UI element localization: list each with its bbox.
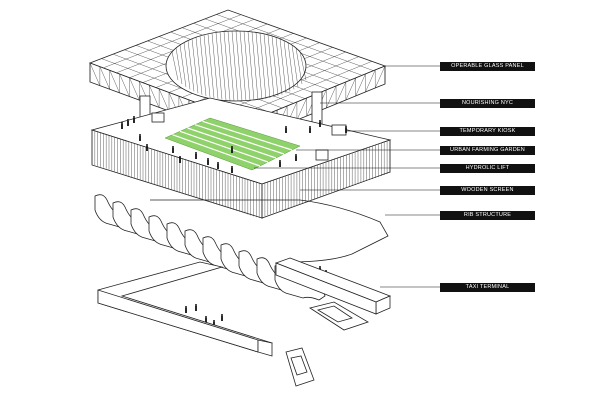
platform [90,97,392,219]
label-taxi-terminal: TAXI TERMINAL [440,283,535,292]
roof-grid [88,9,387,142]
water-taxi-boat [309,301,369,331]
label-wooden-screen: WOODEN SCREEN [440,186,535,195]
taxi-terminal [97,257,392,357]
label-nourishing-nyc: NOURISHING NYC [440,99,535,108]
label-rib-structure: RIB STRUCTURE [440,211,535,220]
label-hydrolic-lift: HYDROLIC LIFT [440,164,535,173]
label-operable-glass-panel: OPERABLE GLASS PANEL [440,62,535,71]
water-taxi-boat-small [285,347,315,387]
label-temporary-kiosk: TEMPORARY KIOSK [440,127,535,136]
label-urban-farming-garden: URBAN FARMING GARDEN [440,146,535,155]
leader-lines [254,65,440,288]
